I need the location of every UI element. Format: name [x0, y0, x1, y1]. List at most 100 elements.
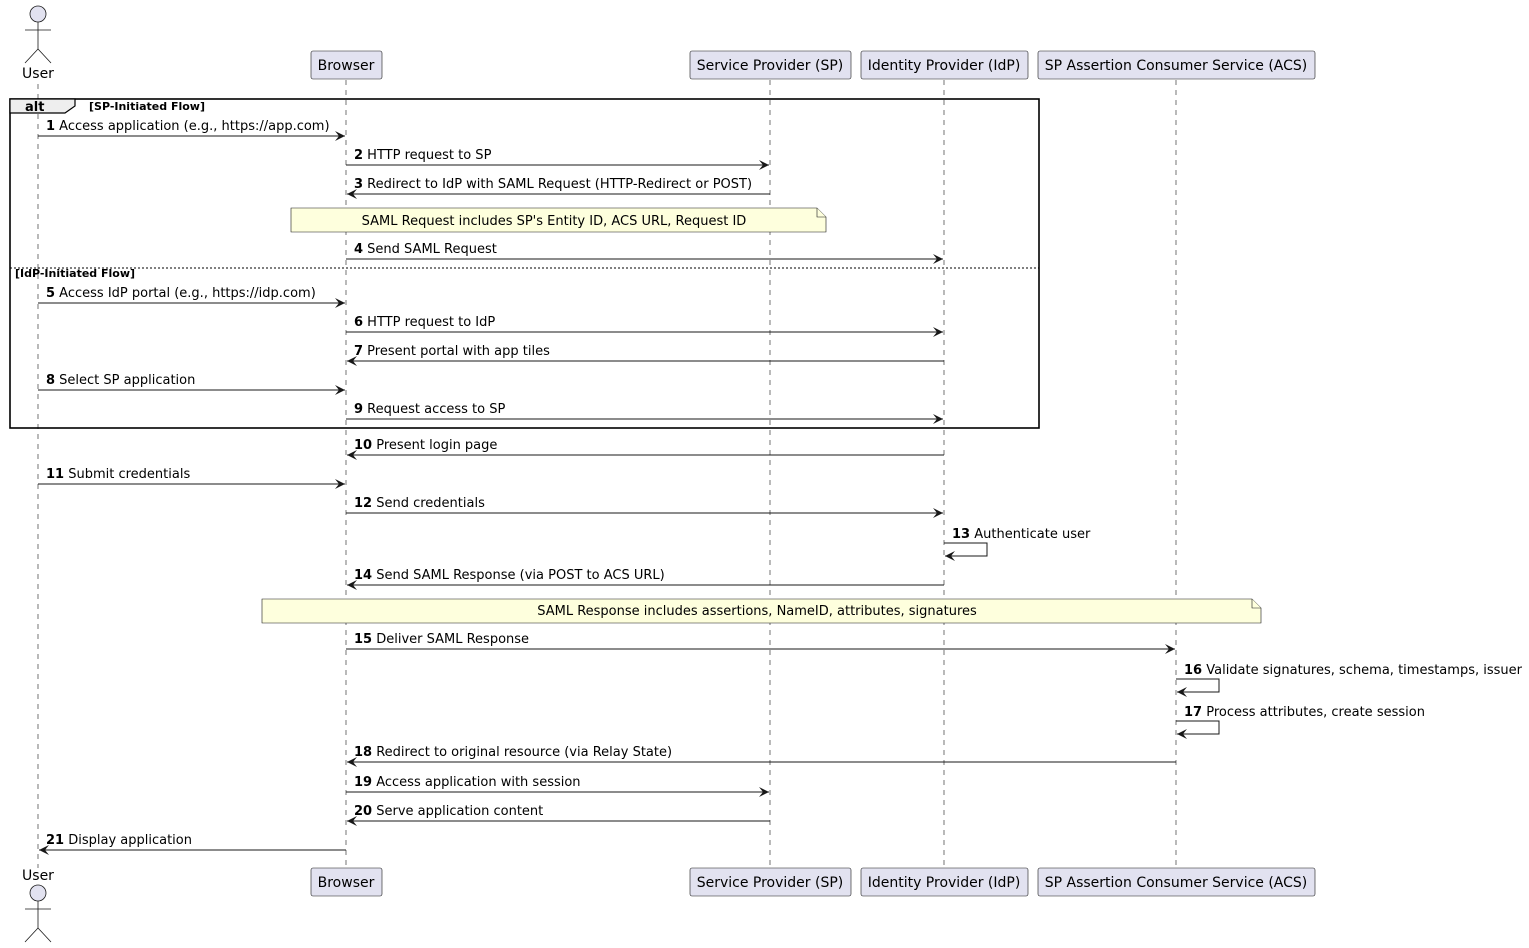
message-label-4: 4 Send SAML Request [354, 242, 497, 257]
message-14: 14 Send SAML Response (via POST to ACS U… [347, 568, 944, 590]
message-label-8: 8 Select SP application [46, 373, 195, 388]
participant-acs-bottom: SP Assertion Consumer Service (ACS) [1037, 867, 1316, 897]
participant-label-browser-top: Browser [318, 58, 375, 74]
message-label-14: 14 Send SAML Response (via POST to ACS U… [354, 568, 665, 583]
actor-user-top: User [22, 5, 54, 82]
message-label-21: 21 Display application [46, 833, 192, 848]
message-text-7: Present portal with app tiles [363, 344, 550, 359]
message-label-20: 20 Serve application content [354, 804, 543, 819]
message-number-10: 10 [354, 438, 372, 453]
message-13: 13 Authenticate user [944, 527, 1091, 561]
message-number-11: 11 [46, 467, 64, 482]
actor-user-icon-bottom [24, 884, 52, 943]
actor-user-icon [24, 5, 52, 64]
participant-label-idp-top: Identity Provider (IdP) [868, 58, 1021, 74]
message-text-8: Select SP application [55, 373, 195, 388]
participant-label-sp-top: Service Provider (SP) [697, 58, 844, 74]
message-1: 1 Access application (e.g., https://app.… [38, 119, 345, 141]
message-8: 8 Select SP application [38, 373, 345, 395]
participant-label-sp-bottom: Service Provider (SP) [697, 875, 844, 891]
message-4: 4 Send SAML Request [346, 242, 943, 264]
message-text-13: Authenticate user [970, 527, 1091, 542]
alt-guard-sp-initiated: [SP-Initiated Flow] [89, 100, 205, 113]
message-9: 9 Request access to SP [346, 402, 943, 424]
message-text-21: Display application [64, 833, 192, 848]
message-text-12: Send credentials [372, 496, 485, 511]
message-17: 17 Process attributes, create session [1176, 705, 1425, 739]
message-10: 10 Present login page [347, 438, 944, 460]
message-number-3: 3 [354, 177, 363, 192]
message-arrow-17 [1176, 720, 1220, 739]
message-text-18: Redirect to original resource (via Relay… [372, 745, 672, 760]
message-18: 18 Redirect to original resource (via Re… [347, 745, 1176, 767]
message-number-13: 13 [952, 527, 970, 542]
message-text-3: Redirect to IdP with SAML Request (HTTP-… [363, 177, 752, 192]
message-number-14: 14 [354, 568, 372, 583]
message-label-17: 17 Process attributes, create session [1184, 705, 1425, 720]
message-text-17: Process attributes, create session [1202, 705, 1425, 720]
participant-sp-bottom: Service Provider (SP) [689, 867, 852, 897]
message-5: 5 Access IdP portal (e.g., https://idp.c… [38, 286, 345, 308]
message-19: 19 Access application with session [346, 775, 769, 797]
alt-frame: alt [SP-Initiated Flow] [IdP-Initiated F… [9, 98, 1040, 429]
message-number-8: 8 [46, 373, 55, 388]
messages: 1 Access application (e.g., https://app.… [38, 119, 1523, 855]
message-label-5: 5 Access IdP portal (e.g., https://idp.c… [46, 286, 316, 301]
message-label-9: 9 Request access to SP [354, 402, 505, 417]
message-text-16: Validate signatures, schema, timestamps,… [1202, 663, 1523, 678]
message-text-2: HTTP request to SP [363, 148, 492, 163]
participant-label-user-top: User [22, 66, 54, 82]
participant-sp-top: Service Provider (SP) [689, 50, 852, 80]
message-number-20: 20 [354, 804, 372, 819]
message-16: 16 Validate signatures, schema, timestam… [1176, 663, 1523, 697]
participant-label-user-bottom: User [22, 868, 54, 884]
participant-label-idp-bottom: Identity Provider (IdP) [868, 875, 1021, 891]
message-label-7: 7 Present portal with app tiles [354, 344, 550, 359]
message-2: 2 HTTP request to SP [346, 148, 769, 170]
message-arrow-16 [1176, 678, 1220, 697]
message-number-12: 12 [354, 496, 372, 511]
message-number-21: 21 [46, 833, 64, 848]
message-text-10: Present login page [372, 438, 497, 453]
message-number-6: 6 [354, 315, 363, 330]
message-7: 7 Present portal with app tiles [347, 344, 944, 366]
participant-browser-top: Browser [310, 50, 383, 80]
note-saml-response: SAML Response includes assertions, NameI… [261, 598, 1262, 624]
message-number-18: 18 [354, 745, 372, 760]
message-text-11: Submit credentials [64, 467, 190, 482]
note-text-saml-request: SAML Request includes SP's Entity ID, AC… [362, 214, 747, 229]
message-label-16: 16 Validate signatures, schema, timestam… [1184, 663, 1523, 678]
message-label-11: 11 Submit credentials [46, 467, 190, 482]
message-label-3: 3 Redirect to IdP with SAML Request (HTT… [354, 177, 752, 192]
message-number-7: 7 [354, 344, 363, 359]
participant-browser-bottom: Browser [310, 867, 383, 897]
message-text-20: Serve application content [372, 804, 543, 819]
message-number-1: 1 [46, 119, 55, 134]
message-label-12: 12 Send credentials [354, 496, 485, 511]
message-number-2: 2 [354, 148, 363, 163]
message-label-18: 18 Redirect to original resource (via Re… [354, 745, 672, 760]
message-21: 21 Display application [39, 833, 346, 855]
message-text-19: Access application with session [372, 775, 580, 790]
participant-idp-top: Identity Provider (IdP) [860, 50, 1029, 80]
participant-label-browser-bottom: Browser [318, 875, 375, 891]
message-text-15: Deliver SAML Response [372, 632, 529, 647]
message-20: 20 Serve application content [347, 804, 770, 826]
message-number-9: 9 [354, 402, 363, 417]
note-saml-request: SAML Request includes SP's Entity ID, AC… [290, 207, 827, 233]
alt-guard-idp-initiated: [IdP-Initiated Flow] [15, 267, 135, 280]
message-label-6: 6 HTTP request to IdP [354, 315, 495, 330]
participant-label-acs-top: SP Assertion Consumer Service (ACS) [1045, 58, 1308, 74]
message-label-1: 1 Access application (e.g., https://app.… [46, 119, 330, 134]
participant-acs-top: SP Assertion Consumer Service (ACS) [1037, 50, 1316, 80]
message-number-16: 16 [1184, 663, 1202, 678]
message-text-14: Send SAML Response (via POST to ACS URL) [372, 568, 665, 583]
message-number-17: 17 [1184, 705, 1202, 720]
message-label-19: 19 Access application with session [354, 775, 581, 790]
message-text-1: Access application (e.g., https://app.co… [55, 119, 330, 134]
message-6: 6 HTTP request to IdP [346, 315, 943, 337]
message-number-19: 19 [354, 775, 372, 790]
actor-user-bottom: User [22, 868, 54, 943]
participant-label-acs-bottom: SP Assertion Consumer Service (ACS) [1045, 875, 1308, 891]
